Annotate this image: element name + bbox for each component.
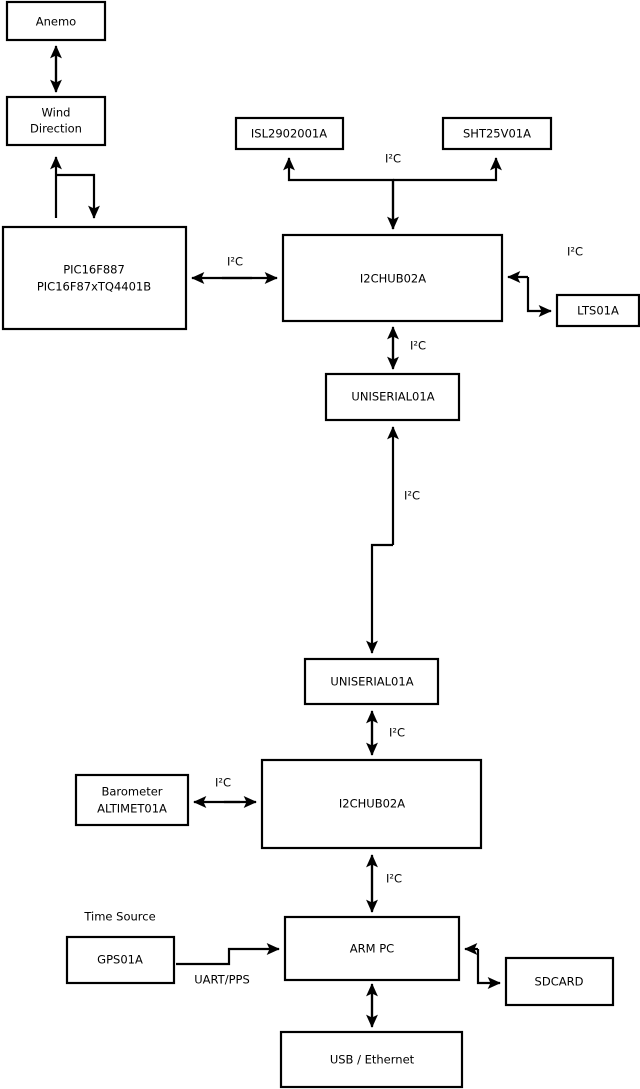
- node-sht25v01a-box[interactable]: [441, 116, 553, 151]
- edge-label-uniserial-uniserial: I²C: [404, 489, 420, 503]
- node-anemo-box[interactable]: [5, 0, 107, 42]
- node-sht25v01a-label: SHT25V01A: [463, 127, 531, 141]
- node-isl2902001a-label: ISL2902001A: [251, 127, 327, 141]
- edge-label-hub-lts: I²C: [567, 245, 583, 259]
- connector-barometer-hub-bottom: I²C: [193, 776, 257, 808]
- node-lts01a-label: LTS01A: [577, 304, 619, 318]
- node-gps01a-label: GPS01A: [97, 953, 143, 967]
- node-i2chub02a-bottom-box[interactable]: [260, 758, 483, 850]
- node-usb-ethernet[interactable]: USB / Ethernet: [279, 1030, 464, 1089]
- node-usb-ethernet-box[interactable]: [279, 1030, 464, 1089]
- node-pic-mcu[interactable]: PIC16F887 PIC16F87xTQ4401B: [1, 225, 188, 331]
- edge-label-hub-sensors: I²C: [385, 152, 401, 166]
- node-sdcard-box[interactable]: [504, 956, 615, 1007]
- connector-hub-lts: I²C: [507, 245, 583, 317]
- connector-armpc-sdcard: [464, 943, 501, 989]
- node-arm-pc-label: ARM PC: [350, 942, 394, 956]
- edge-label-gps-armpc: UART/PPS: [194, 973, 250, 987]
- connector-wind-pic: [50, 156, 100, 219]
- node-lts01a[interactable]: LTS01A: [555, 293, 640, 328]
- edge-label-uniserial-hub2: I²C: [389, 726, 405, 740]
- node-wind-direction-box[interactable]: [5, 95, 107, 147]
- node-gps01a[interactable]: GPS01A: [65, 935, 176, 985]
- node-pic-mcu-label-line2: PIC16F87xTQ4401B: [37, 280, 151, 294]
- connector-uniserial-hub-bottom: I²C: [366, 710, 405, 756]
- node-barometer-label-line2: ALTIMET01A: [97, 802, 167, 816]
- node-uniserial01a-bottom-box[interactable]: [303, 657, 440, 706]
- node-isl2902001a-box[interactable]: [234, 116, 345, 151]
- connector-pic-hub-top: I²C: [191, 255, 278, 284]
- node-lts01a-box[interactable]: [555, 293, 640, 328]
- node-i2chub02a-top[interactable]: I2CHUB02A: [281, 233, 504, 323]
- node-wind-direction-label-line2: Direction: [30, 122, 82, 136]
- node-wind-direction[interactable]: Wind Direction: [5, 95, 107, 147]
- connector-uniserial-uniserial: I²C: [366, 426, 420, 654]
- node-uniserial01a-top[interactable]: UNISERIAL01A: [324, 372, 461, 422]
- node-barometer-box[interactable]: [74, 773, 190, 827]
- time-source-caption: Time Source: [83, 910, 155, 924]
- node-uniserial01a-bottom[interactable]: UNISERIAL01A: [303, 657, 440, 706]
- node-barometer-label-line1: Barometer: [101, 785, 162, 799]
- edge-label-barometer-hub2: I²C: [215, 776, 231, 790]
- node-arm-pc-box[interactable]: [283, 915, 461, 982]
- node-barometer[interactable]: Barometer ALTIMET01A: [74, 773, 190, 827]
- node-sdcard-label: SDCARD: [535, 975, 584, 989]
- connector-hub-sensors: I²C: [283, 152, 502, 230]
- edge-label-hub2-armpc: I²C: [386, 872, 402, 886]
- edge-label-pic-hub: I²C: [227, 255, 243, 269]
- connector-gps-armpc: UART/PPS: [176, 943, 280, 987]
- node-anemo[interactable]: Anemo: [5, 0, 107, 42]
- node-gps01a-box[interactable]: [65, 935, 176, 985]
- node-uniserial01a-top-label: UNISERIAL01A: [351, 390, 434, 404]
- node-wind-direction-label-line1: Wind: [42, 106, 71, 120]
- node-pic-mcu-box[interactable]: [1, 225, 188, 331]
- node-i2chub02a-bottom[interactable]: I2CHUB02A: [260, 758, 483, 850]
- edge-label-hub-uniserial: I²C: [410, 339, 426, 353]
- node-uniserial01a-top-box[interactable]: [324, 372, 461, 422]
- node-arm-pc[interactable]: ARM PC: [283, 915, 461, 982]
- node-usb-ethernet-label: USB / Ethernet: [330, 1053, 415, 1067]
- node-sht25v01a[interactable]: SHT25V01A: [441, 116, 553, 151]
- node-i2chub02a-top-label: I2CHUB02A: [360, 272, 426, 286]
- connector-hub-bottom-armpc: I²C: [366, 854, 402, 913]
- node-isl2902001a[interactable]: ISL2902001A: [234, 116, 345, 151]
- connector-hub-uniserial-top: I²C: [387, 326, 426, 370]
- node-i2chub02a-top-box[interactable]: [281, 233, 504, 323]
- node-sdcard[interactable]: SDCARD: [504, 956, 615, 1007]
- node-uniserial01a-bottom-label: UNISERIAL01A: [330, 675, 413, 689]
- node-anemo-label: Anemo: [36, 15, 76, 29]
- node-pic-mcu-label-line1: PIC16F887: [63, 263, 125, 277]
- node-i2chub02a-bottom-label: I2CHUB02A: [339, 797, 405, 811]
